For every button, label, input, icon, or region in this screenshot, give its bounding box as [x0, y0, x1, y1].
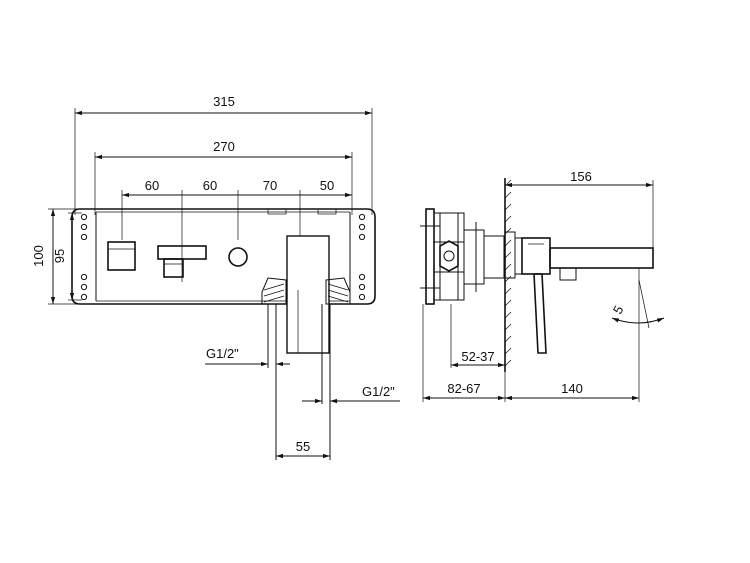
dim-projection: 140 [561, 381, 583, 396]
dim-wall-depth-2: 82-67 [447, 381, 480, 396]
dim-spout-length: 156 [570, 169, 592, 184]
dim-wall-depth-1: 52-37 [461, 349, 494, 364]
mounting-plate [71, 208, 376, 305]
dim-inner-width: 270 [213, 139, 235, 154]
dim-spacing-1: 60 [145, 178, 159, 193]
front-view: 315 270 60 60 70 50 100 95 [31, 94, 400, 460]
dim-spacing-3: 70 [263, 178, 277, 193]
round-button [228, 247, 248, 267]
hex-nut [439, 240, 459, 272]
lever-handle [286, 235, 330, 354]
plate-slot-1 [267, 208, 287, 215]
shower-outlet-nut [163, 258, 184, 278]
wall-hatching [504, 179, 512, 367]
inlet-fitting-left [261, 277, 287, 305]
collar [514, 237, 523, 275]
dim-spacing-4: 50 [320, 178, 334, 193]
diverter-square [107, 241, 136, 271]
dim-spout-angle: 5 [610, 303, 627, 317]
screw-holes [80, 213, 366, 301]
angle-ref-line [638, 279, 650, 329]
through-wall-body [504, 231, 516, 279]
side-view: 156 52-37 82-67 140 5 [420, 169, 665, 402]
dim-inner-height: 95 [52, 249, 67, 263]
dim-inlet-spacing: 55 [296, 439, 310, 454]
dim-spacing-2: 60 [203, 178, 217, 193]
dim-outer-height: 100 [31, 245, 46, 267]
concealed-body-frame [420, 208, 505, 305]
dim-total-width: 315 [213, 94, 235, 109]
plate-slot-2 [317, 208, 337, 215]
side-lever [533, 273, 547, 354]
inlet-fitting-right [325, 277, 351, 305]
dim-inlet-left: G1/2" [206, 346, 239, 361]
dim-inlet-right: G1/2" [362, 384, 395, 399]
dim-arc-spout-angle [611, 317, 665, 324]
hex-nut-center [443, 250, 455, 262]
